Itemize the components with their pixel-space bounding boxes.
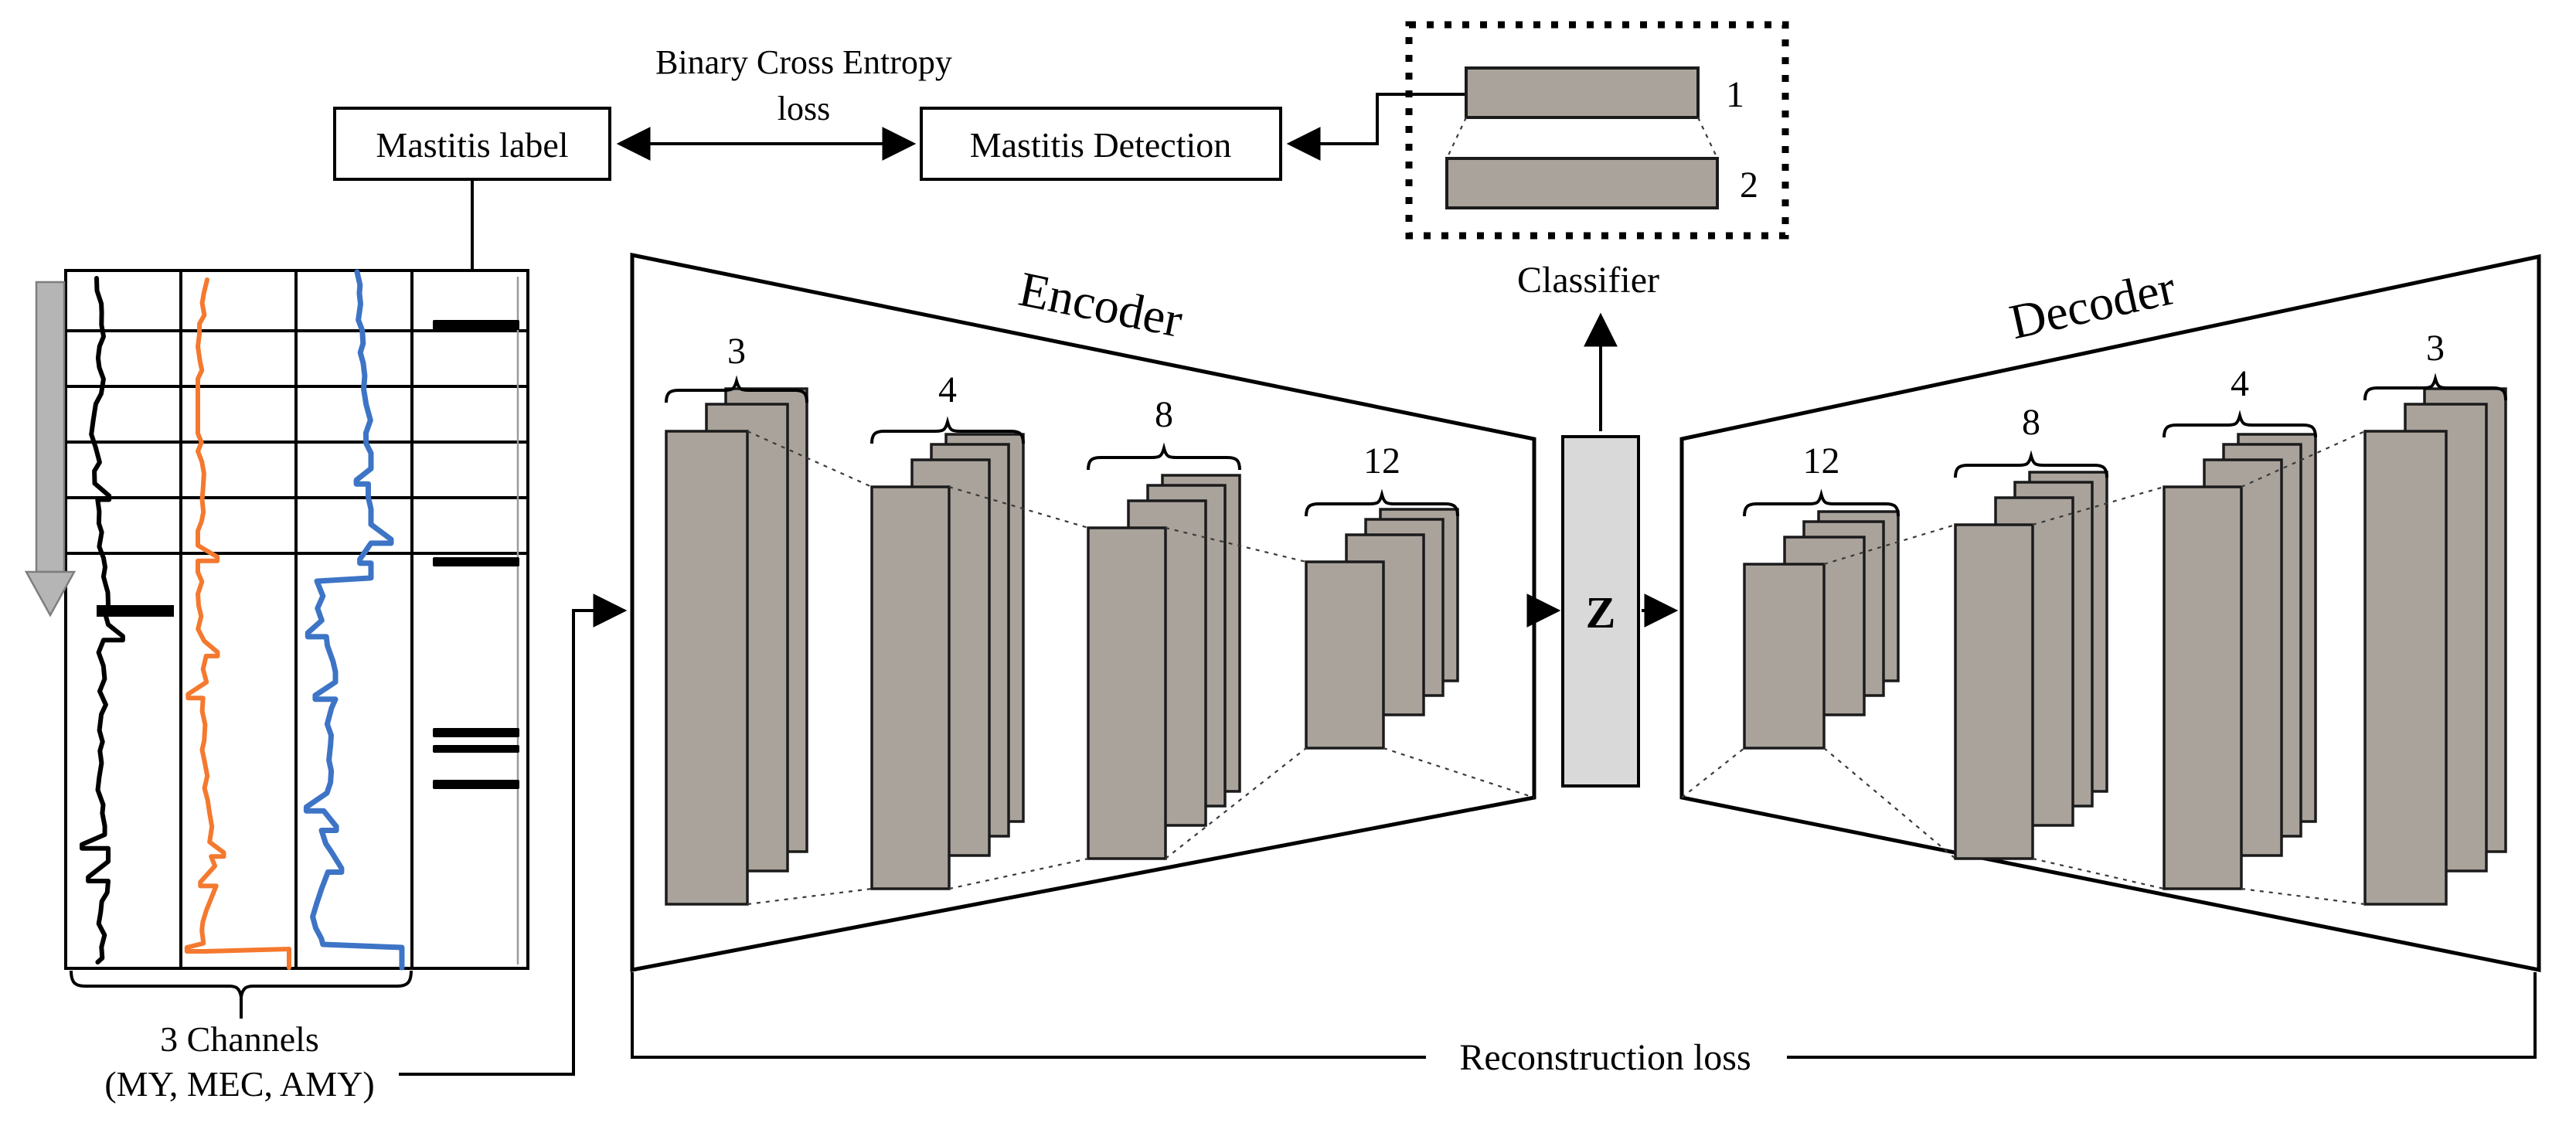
decoder-layer-rect bbox=[1743, 563, 1826, 750]
encoder-stacks: 3 4 8 12 bbox=[665, 331, 1535, 906]
channels-caption-line2: (MY, MEC, AMY) bbox=[104, 1064, 374, 1104]
decoder-layer-rect bbox=[2363, 430, 2448, 906]
input-panel: 3 Channels (MY, MEC, AMY) bbox=[24, 269, 628, 1104]
decoder-layer-rect bbox=[2163, 485, 2243, 890]
encoder-stack-brace bbox=[870, 416, 1025, 444]
decoder-layer-rect bbox=[1954, 523, 2034, 860]
stack-connector-dashed bbox=[1823, 523, 1956, 566]
stack-connector-dashed bbox=[2241, 887, 2366, 906]
signal-trace-mec bbox=[184, 277, 291, 970]
stack-connector-dashed bbox=[1165, 526, 1307, 563]
stack-connector-dashed bbox=[1383, 747, 1535, 799]
classifier-dashed-right bbox=[1697, 117, 1718, 159]
bce-loss-text-line1: Binary Cross Entropy bbox=[655, 43, 952, 81]
classifier-layer-1-label: 1 bbox=[1726, 74, 1744, 115]
signal-traces bbox=[80, 269, 405, 971]
classifier-layer-1 bbox=[1465, 66, 1700, 119]
signal-trace-my bbox=[80, 276, 125, 964]
encoder-stack-count: 8 bbox=[1155, 394, 1173, 435]
mastitis-label-text: Mastitis label bbox=[376, 125, 568, 165]
signal-trace-amy bbox=[303, 269, 405, 971]
encoder-layer-rect bbox=[1305, 560, 1385, 750]
mastitis-label-box bbox=[333, 107, 611, 181]
stack-connector-dashed bbox=[1823, 747, 1956, 859]
reconstruction-loss: Reconstruction loss bbox=[631, 972, 2537, 1078]
reconstruction-bracket-left bbox=[631, 972, 1426, 1059]
channels-brace bbox=[70, 970, 413, 998]
decoder-stack-count: 4 bbox=[2231, 363, 2249, 404]
decoder-stack-brace bbox=[1954, 450, 2108, 478]
stack-connector-dashed bbox=[948, 485, 1089, 529]
decoder-stack-count: 12 bbox=[1803, 441, 1840, 481]
decoder-stack-brace bbox=[2363, 372, 2507, 401]
decoder-title: Decoder bbox=[2005, 260, 2180, 349]
decoder-stacks: 12 8 4 3 bbox=[1681, 328, 2507, 906]
mastitis-detection-box bbox=[920, 107, 1282, 181]
decoder-stack-brace bbox=[2163, 410, 2317, 438]
classifier-dashed-left bbox=[1446, 117, 1467, 159]
latent-z-label: Z bbox=[1586, 587, 1616, 638]
stack-connector-dashed bbox=[1165, 747, 1307, 859]
decoder-block: Decoder 12 8 4 3 bbox=[1679, 253, 2541, 973]
time-arrow-head bbox=[24, 570, 77, 617]
classifier-block: 1 2 Classifier bbox=[1405, 21, 1789, 431]
encoder-stack-brace bbox=[665, 375, 808, 403]
latent-block: Z bbox=[1526, 435, 1679, 788]
encoder-stack-brace bbox=[1305, 488, 1459, 517]
encoder-stack-brace bbox=[1087, 442, 1241, 471]
classifier-to-detection-arrow bbox=[1286, 93, 1466, 161]
decoder-stack-count: 8 bbox=[2022, 402, 2040, 443]
classifier-caption: Classifier bbox=[1517, 260, 1659, 301]
stack-connector-dashed bbox=[747, 887, 873, 906]
mastitis-detection-text: Mastitis Detection bbox=[970, 125, 1232, 165]
event-bar bbox=[433, 780, 519, 789]
decoder-stack-count: 3 bbox=[2426, 328, 2445, 369]
input-to-encoder-arrow bbox=[399, 594, 628, 1076]
latent-z-rect bbox=[1561, 435, 1640, 788]
time-direction-arrow bbox=[24, 281, 77, 617]
encoder-layer-rect bbox=[870, 485, 951, 890]
stack-connector-dashed bbox=[2032, 485, 2165, 526]
bce-loss-text-line2: loss bbox=[778, 90, 830, 128]
reconstruction-bracket-right bbox=[1787, 972, 2537, 1059]
stack-connector-dashed bbox=[1681, 747, 1745, 798]
encoder-stack-count: 3 bbox=[727, 331, 746, 372]
time-arrow-shaft bbox=[35, 281, 66, 573]
encoder-stack-count: 12 bbox=[1363, 441, 1400, 481]
decoder-stack-brace bbox=[1743, 488, 1900, 517]
encoder-layer-rect bbox=[665, 430, 749, 906]
classifier-layer-2 bbox=[1445, 157, 1719, 209]
event-bar bbox=[433, 557, 519, 566]
input-panel-grid bbox=[66, 270, 528, 968]
event-bar bbox=[433, 320, 519, 330]
channels-caption-line1: 3 Channels bbox=[160, 1019, 319, 1059]
reconstruction-loss-text: Reconstruction loss bbox=[1459, 1037, 1751, 1078]
decoder-trapezoid bbox=[1679, 253, 2541, 973]
encoder-stack-count: 4 bbox=[938, 369, 957, 410]
top-row: Mastitis label Mastitis Detection Binary… bbox=[333, 43, 1466, 270]
event-bar bbox=[433, 745, 519, 753]
encoder-layer-rect bbox=[1087, 526, 1167, 860]
stack-connector-dashed bbox=[2241, 430, 2366, 488]
stack-connector-dashed bbox=[747, 430, 873, 488]
stack-connector-dashed bbox=[2032, 857, 2165, 890]
encoder-block: Encoder 3 4 8 12 bbox=[630, 252, 1536, 973]
classifier-dotted-box bbox=[1405, 21, 1789, 240]
classifier-layer-2-label: 2 bbox=[1740, 165, 1758, 206]
event-marker-bars bbox=[433, 320, 519, 789]
my-signal-spike-bar bbox=[97, 605, 174, 617]
event-bar bbox=[433, 728, 519, 737]
encoder-title: Encoder bbox=[1015, 261, 1187, 348]
